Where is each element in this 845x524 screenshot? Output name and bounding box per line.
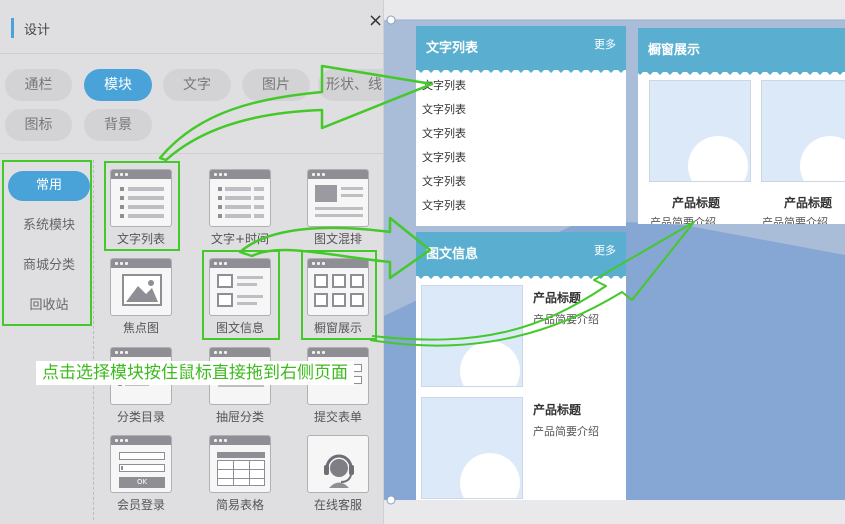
list-item[interactable]: 文字列表 [422,199,466,212]
category-common[interactable]: 常用 [8,171,90,201]
design-panel: 设计 × 通栏 模块 文字 图片 形状、线 图标 背景 常用 系统模块 商城分类… [0,0,384,524]
tab-module[interactable]: 模块 [84,69,152,101]
module-label: 在线客服 [313,498,362,512]
card-image-text[interactable]: 图文信息 更多 产品标题 产品简要介绍 产品标题 产品简要介绍 [416,232,626,500]
more-link[interactable]: 更多 [594,38,616,51]
instruction-tip: 点击选择模块按住鼠标直接拖到右侧页面 [36,361,354,385]
product-image[interactable] [761,80,845,182]
product-desc: 产品简要介绍 [533,313,599,326]
focus-image-icon [110,258,172,316]
divider [0,153,384,154]
module-online-service[interactable]: 在线客服 [307,435,369,513]
list-item[interactable]: 文字列表 [422,103,466,116]
module-simple-table[interactable]: 简易表格 [209,435,271,513]
product-desc: 产品简要介绍 [650,216,716,224]
module-label: 简易表格 [215,498,264,512]
product-desc: 产品简要介绍 [762,216,828,224]
module-submit-form[interactable]: 提交表单 [307,347,369,425]
preview-canvas[interactable]: 文字列表 更多 文字列表 文字列表 文字列表 文字列表 文字列表 文字列表 橱窗… [384,20,845,500]
module-label: 分类目录 [116,410,165,424]
text-time-icon [209,169,271,227]
list-item[interactable]: 文字列表 [422,151,466,164]
tab-icon[interactable]: 图标 [5,109,72,141]
module-image-text-mix[interactable]: 图文混排 [307,169,369,247]
tab-image[interactable]: 图片 [242,69,310,101]
module-drawer-category[interactable]: 抽屉分类 [209,347,271,425]
product-desc: 产品简要介绍 [533,425,599,438]
category-system-module[interactable]: 系统模块 [22,218,75,233]
card-text-list[interactable]: 文字列表 更多 文字列表 文字列表 文字列表 文字列表 文字列表 文字列表 [416,26,626,226]
product-image[interactable] [649,80,751,182]
product-title[interactable]: 产品标题 [784,196,833,210]
simple-table-icon [209,435,271,493]
highlight-image-text-info [202,250,280,340]
panel-title: 设计 [24,23,51,38]
module-category-dir[interactable]: 分类目录 [110,347,172,425]
module-text-time[interactable]: 文字+时间 [209,169,271,247]
product-title[interactable]: 产品标题 [533,403,582,417]
image-text-mix-icon [307,169,369,227]
highlight-text-list [104,161,180,251]
product-image[interactable] [421,397,523,499]
module-member-login[interactable]: OK 会员登录 [110,435,172,513]
tab-text[interactable]: 文字 [163,69,231,101]
module-label: 图文信息 [215,321,264,335]
module-focus-image[interactable]: 焦点图 [110,258,172,336]
card-title: 图文信息 [426,247,479,262]
online-service-icon [307,435,369,493]
card-showcase[interactable]: 橱窗展示 产品标题 产品标题 产品简要介绍 产品简要介绍 [638,28,845,224]
category-mall[interactable]: 商城分类 [22,258,75,273]
list-item[interactable]: 文字列表 [422,175,466,188]
card-title: 文字列表 [426,41,479,56]
member-login-icon: OK [110,435,172,493]
category-recycle-bin[interactable]: 回收站 [29,298,69,313]
module-label: 会员登录 [116,498,165,512]
module-label: 文字+时间 [210,232,270,246]
module-text-list[interactable]: 文字列表 [110,169,172,247]
text-list-icon [110,169,172,227]
category-highlight: 常用 系统模块 商城分类 回收站 [2,160,92,326]
module-label: 提交表单 [313,410,362,424]
list-item[interactable]: 文字列表 [422,79,466,92]
separator [93,160,94,520]
module-label: 文字列表 [116,232,165,246]
title-accent-bar [11,18,14,38]
module-label: 抽屉分类 [215,410,264,424]
tab-tonglan[interactable]: 通栏 [5,69,72,101]
list-item[interactable]: 文字列表 [422,127,466,140]
module-label: 焦点图 [122,321,159,335]
card-title: 橱窗展示 [648,43,701,58]
tab-background[interactable]: 背景 [84,109,152,141]
product-title[interactable]: 产品标题 [672,196,721,210]
product-image[interactable] [421,285,523,387]
more-link[interactable]: 更多 [594,244,616,257]
module-label: 橱窗展示 [313,321,362,335]
product-title[interactable]: 产品标题 [533,291,582,305]
tab-shape-line[interactable]: 形状、线 [318,69,384,101]
module-label: 图文混排 [313,232,362,246]
close-icon[interactable]: × [368,10,384,31]
panel-header: 设计 [0,0,384,54]
login-ok-button: OK [119,477,165,488]
highlight-showcase [301,250,377,340]
